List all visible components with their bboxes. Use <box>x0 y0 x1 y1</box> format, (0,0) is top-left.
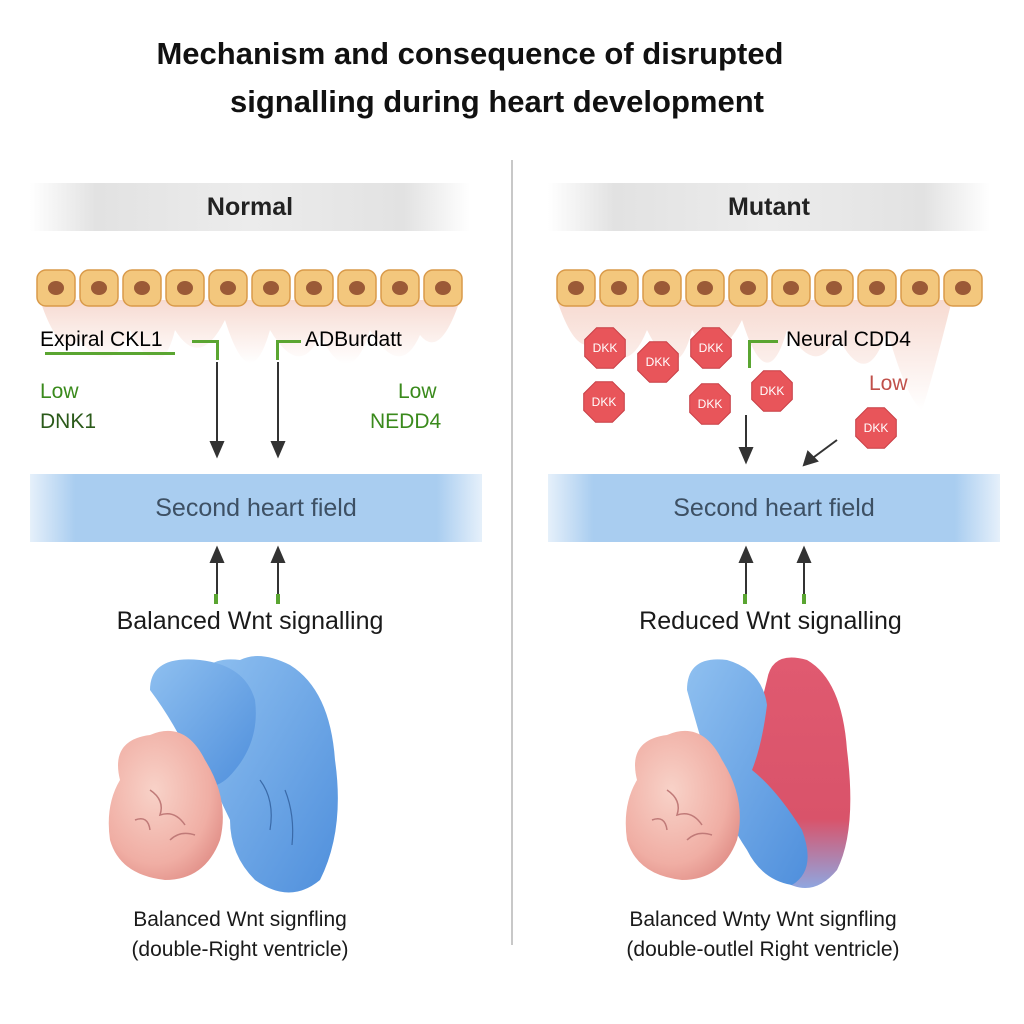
label-low-dnk1-1: Low <box>40 380 79 403</box>
arrow-diagonal <box>809 439 838 461</box>
mutant-caption: Balanced Wnty Wnt signfling (double-outl… <box>548 905 978 965</box>
dkk-octagon <box>583 381 625 423</box>
mutant-second-heart-field: Second heart field <box>548 474 1000 542</box>
heart-chamber <box>625 730 740 880</box>
chamber-veins <box>651 789 713 841</box>
cell-nucleus <box>392 281 408 295</box>
dkk-label: DKK <box>646 355 671 369</box>
bracket-right-v <box>276 340 279 360</box>
title-line-1: Mechanism and consequence of disrupted <box>156 36 784 71</box>
dkk-label: DKK <box>864 421 889 435</box>
dkk-label: DKK <box>592 395 617 409</box>
label-expiral: Expiral CKL1 <box>40 328 163 351</box>
mutant-heart-illustration <box>625 657 851 888</box>
mutant-header: Mutant <box>548 183 990 231</box>
label-adburdatt: ADBurdatt <box>305 328 402 351</box>
green-tick-left <box>743 594 747 604</box>
green-tick-right <box>276 594 280 604</box>
normal-caption-line-1: Balanced Wnt signfling <box>133 908 347 931</box>
cell-row <box>556 269 983 307</box>
green-tick-left <box>214 594 218 604</box>
dkk-label: DKK <box>698 397 723 411</box>
arrowhead-down-left <box>209 441 225 459</box>
page-title: Mechanism and consequence of disrupted s… <box>0 30 1024 126</box>
bracket-right-cap <box>276 340 301 343</box>
arrowhead-up-right <box>270 545 286 563</box>
normal-heart-illustration <box>108 656 338 893</box>
mutant-diagram: DKK DKK DKK DKK DKK DKK DKK <box>556 269 983 888</box>
cell-nucleus <box>697 281 713 295</box>
cell-nucleus <box>220 281 236 295</box>
cell-nucleus <box>740 281 756 295</box>
cell-nucleus <box>826 281 842 295</box>
normal-second-heart-field: Second heart field <box>30 474 482 542</box>
cell-nucleus <box>568 281 584 295</box>
title-line-2: signalling during heart development <box>230 84 764 119</box>
green-tick-right <box>802 594 806 604</box>
tissue-drape <box>557 300 952 410</box>
bracket-cap <box>748 340 778 343</box>
normal-caption: Balanced Wnt signfling (double-Right ven… <box>30 905 450 965</box>
label-low-nedd4-1: Low <box>398 380 437 403</box>
arrowhead-up-right <box>796 545 812 563</box>
cell-nucleus <box>611 281 627 295</box>
bracket-left-v <box>216 340 219 360</box>
vessel-veins <box>259 779 294 846</box>
cell-row <box>36 269 463 307</box>
dkk-octagon <box>690 327 732 369</box>
cell-nucleus <box>48 281 64 295</box>
arrowhead-diagonal <box>802 450 819 467</box>
mutant-caption-line-1: Balanced Wnty Wnt signfling <box>629 908 897 931</box>
heart-vessel-left <box>150 659 256 786</box>
label-low-nedd4-2: NEDD4 <box>370 410 442 433</box>
bracket-left-h <box>45 352 175 355</box>
dkk-octagon <box>751 370 793 412</box>
cell-nucleus <box>349 281 365 295</box>
mutant-caption-line-2: (double-outlel Right ventricle) <box>626 938 900 961</box>
tissue-drape <box>40 300 460 364</box>
normal-header: Normal <box>30 183 470 231</box>
label-low-dnk1-2: DNK1 <box>40 410 97 433</box>
cell-nucleus <box>869 281 885 295</box>
chamber-veins <box>134 789 196 841</box>
label-neural-cdd4: Neural CDD4 <box>786 328 911 351</box>
normal-signalling: Balanced Wnt signalling <box>116 607 384 635</box>
cell-nucleus <box>91 281 107 295</box>
cell-nucleus <box>263 281 279 295</box>
arrowhead-down <box>738 447 754 465</box>
cell-nucleus <box>912 281 928 295</box>
dkk-octagon <box>855 407 897 449</box>
dkk-octagon <box>689 383 731 425</box>
normal-caption-line-2: (double-Right ventricle) <box>131 938 349 961</box>
heart-vessel-blue <box>687 659 808 885</box>
bracket-left-cap <box>192 340 217 343</box>
mutant-signalling: Reduced Wnt signalling <box>639 607 902 635</box>
dkk-label: DKK <box>760 384 785 398</box>
normal-diagram <box>36 269 463 893</box>
arrowhead-down-right <box>270 441 286 459</box>
dkk-label: DKK <box>593 341 618 355</box>
cell-nucleus <box>306 281 322 295</box>
heart-chamber <box>108 730 223 880</box>
bracket-v <box>748 340 751 368</box>
arrowhead-up-left <box>738 545 754 563</box>
cell-nucleus <box>134 281 150 295</box>
cell-nucleus <box>435 281 451 295</box>
panel-divider <box>511 160 513 945</box>
cell-nucleus <box>783 281 799 295</box>
dkk-octagon <box>637 341 679 383</box>
label-low: Low <box>869 372 908 395</box>
cell-nucleus <box>955 281 971 295</box>
dkk-octagon <box>584 327 626 369</box>
dkk-molecules: DKK DKK DKK DKK DKK DKK DKK <box>583 327 897 449</box>
arrowhead-up-left <box>209 545 225 563</box>
dkk-label: DKK <box>699 341 724 355</box>
cell-nucleus <box>177 281 193 295</box>
cell-nucleus <box>654 281 670 295</box>
